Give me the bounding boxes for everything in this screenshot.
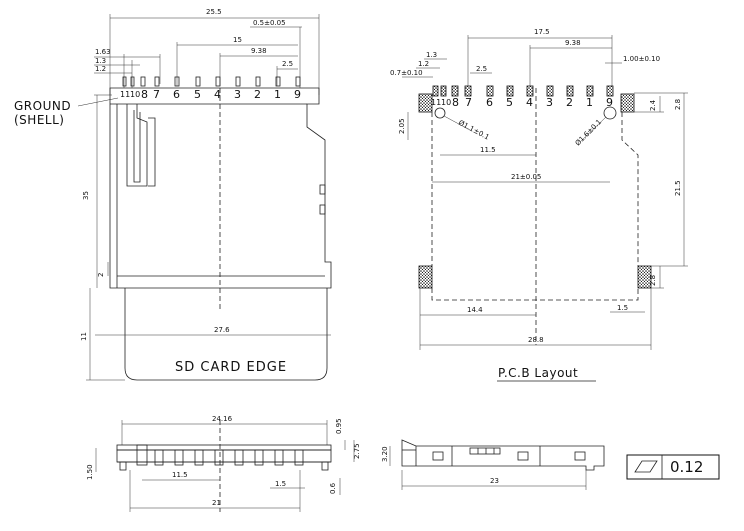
- top-pin-numbers: 11 10 8 7 6 5 4 3 2 1 9: [120, 88, 301, 101]
- top-pin-label: 8: [141, 88, 148, 101]
- pcb-dim-21: 21±0.05: [511, 173, 541, 181]
- front-view: 24.16 0.95 2.75 1.50 11.5 1.5 0.6: [86, 415, 361, 512]
- dim-card-ext: 11: [80, 332, 88, 341]
- pcb-dim-24: 2.4: [649, 99, 657, 111]
- shell-label: (SHELL): [14, 113, 64, 127]
- front-dim-2416: 24.16: [212, 415, 233, 423]
- side-view: 3.20 23: [381, 439, 605, 490]
- pcb-hole-left: [434, 107, 446, 119]
- dim-card-width: 27.6: [214, 326, 230, 334]
- top-pin-label: 10: [130, 90, 140, 99]
- pcb-pin-label: 6: [486, 96, 493, 109]
- pcb-pads: [418, 85, 652, 289]
- pcb-dim-13: 1.3: [426, 51, 437, 59]
- flatness-icon: [634, 460, 658, 473]
- ground-label: GROUND: [14, 99, 71, 113]
- top-pin-label: 4: [214, 88, 221, 101]
- dim-pitch-25: 2.5: [282, 60, 293, 68]
- dim-span-15: 15: [233, 36, 242, 44]
- dim-12: 1.2: [95, 65, 106, 73]
- top-pin-label: 5: [194, 88, 201, 101]
- top-pin-label: 3: [234, 88, 241, 101]
- pcb-pin-label: 10: [441, 98, 451, 107]
- top-pin-label: 7: [153, 88, 160, 101]
- front-dim-06: 0.6: [329, 482, 337, 494]
- pcb-dim-15: 1.5: [617, 304, 628, 312]
- pcb-pin-label: 3: [546, 96, 553, 109]
- pcb-dim-28-top: 2.8: [674, 99, 682, 110]
- pcb-dim-938: 9.38: [565, 39, 581, 47]
- dim-overall-width: 25.5: [206, 8, 222, 16]
- front-pins: [136, 444, 304, 466]
- pcb-dim-215: 21.5: [674, 180, 682, 196]
- top-pin-label: 6: [173, 88, 180, 101]
- pcb-dim-hole-right: Ø1.6±0.1: [574, 118, 603, 147]
- pcb-pin-label: 8: [452, 96, 459, 109]
- dim-163: 1.63: [95, 48, 111, 56]
- front-dim-21: 21: [212, 499, 221, 507]
- dim-13: 1.3: [95, 57, 106, 65]
- flatness-callout: 0.12: [626, 454, 720, 480]
- dim-pin9-offset: 0.5±0.05: [253, 19, 286, 27]
- side-dim-320: 3.20: [381, 446, 389, 462]
- pcb-pin-label: 7: [465, 96, 472, 109]
- top-pin-label: 2: [254, 88, 261, 101]
- pcb-hole-right: [603, 106, 617, 120]
- pcb-dim-115: 11.5: [480, 146, 496, 154]
- dim-height-35: 35: [82, 191, 90, 200]
- pcb-pin-label: 11: [431, 98, 441, 107]
- top-pin-label: 9: [294, 88, 301, 101]
- pcb-pin-label: 1: [586, 96, 593, 109]
- card-edge-label: SD CARD EDGE: [175, 360, 287, 375]
- pcb-dim-175: 17.5: [534, 28, 550, 36]
- top-pin-label: 11: [120, 90, 130, 99]
- top-view: 25.5 0.5±0.05 15 9.38 2.5 1.63 1.3 1.2: [14, 8, 332, 381]
- dim-span-938: 9.38: [251, 47, 267, 55]
- pcb-pin-label: 5: [506, 96, 513, 109]
- pcb-pin-numbers: 11 10 8 7 6 5 4 3 2 1 9: [431, 96, 613, 109]
- front-dim-275: 2.75: [353, 443, 361, 459]
- pcb-pin-label: 2: [566, 96, 573, 109]
- front-dim-15: 1.5: [275, 480, 286, 488]
- pcb-dim-12: 1.2: [418, 60, 429, 68]
- pcb-dim-144: 14.4: [467, 306, 483, 314]
- pcb-pin-label: 9: [606, 96, 613, 109]
- pcb-layout: 17.5 9.38 1.00±0.10 1.3 1.2 0.7±0.10 2.5: [390, 28, 688, 382]
- dim-2: 2: [97, 273, 105, 277]
- pcb-dim-07: 0.7±0.10: [390, 69, 423, 77]
- pcb-dim-pitch: 2.5: [476, 65, 487, 73]
- top-pin-label: 1: [274, 88, 281, 101]
- flatness-value: 0.12: [670, 458, 703, 476]
- front-dim-150: 1.50: [86, 464, 94, 480]
- pcb-dim-hole-left: Ø1.1±0.1: [457, 119, 490, 142]
- pcb-dim-288: 28.8: [528, 336, 544, 344]
- pcb-dim-28-bot: 2.8: [649, 275, 657, 286]
- pcb-pin-label: 4: [526, 96, 533, 109]
- top-pin-contacts: [122, 76, 301, 87]
- side-dim-23: 23: [490, 477, 499, 485]
- pcb-dim-205: 2.05: [398, 118, 406, 134]
- pcb-layout-title: P.C.B Layout: [498, 366, 578, 380]
- front-dim-095: 0.95: [335, 418, 343, 434]
- pcb-dim-pad-width: 1.00±0.10: [623, 55, 660, 63]
- front-dim-115: 11.5: [172, 471, 188, 479]
